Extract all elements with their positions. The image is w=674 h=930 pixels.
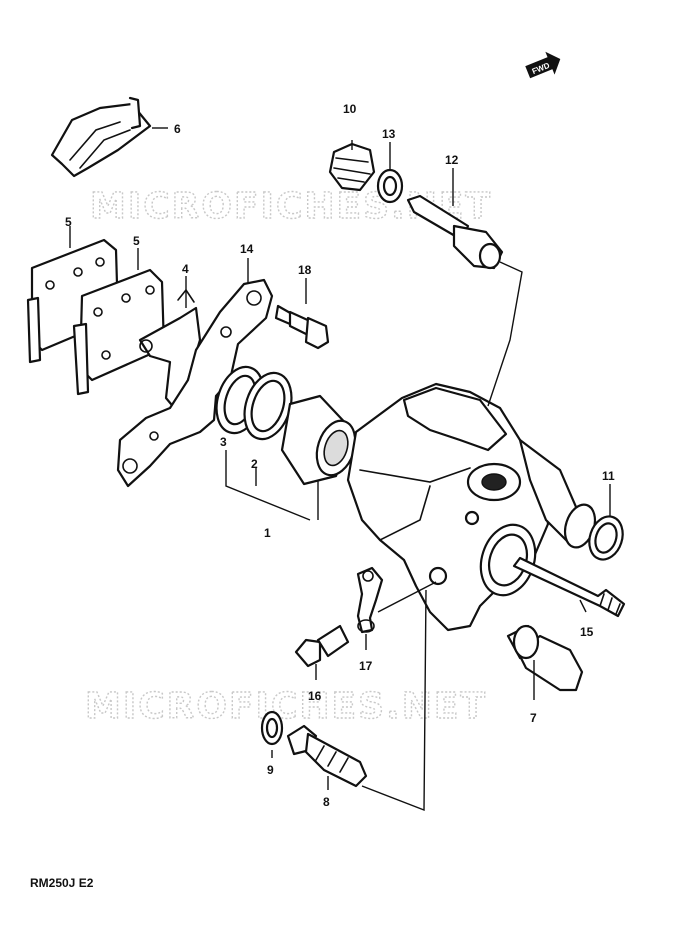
callout-9: 9: [267, 763, 274, 777]
callout-14: 14: [240, 242, 254, 256]
callout-10: 10: [343, 102, 357, 116]
callout-2: 2: [251, 457, 258, 471]
callout-8: 8: [323, 795, 330, 809]
caliper-body: [346, 382, 597, 632]
part-7-slide-pin: [506, 624, 584, 692]
forward-direction-arrow-icon: FWD: [525, 51, 561, 79]
callout-5-front: 5: [133, 234, 140, 248]
callout-11: 11: [602, 469, 615, 483]
callout-15: 15: [580, 625, 594, 639]
callout-18: 18: [298, 263, 312, 277]
part-6-pad-spring: [50, 96, 152, 178]
part-5-brake-pad-front: [72, 268, 166, 396]
callout-5-rear: 5: [65, 215, 72, 229]
part-13-washer: [376, 168, 404, 204]
callout-3: 3: [220, 435, 227, 449]
callout-4: 4: [182, 262, 189, 276]
part-12-slide-pin: [406, 194, 504, 270]
model-code-label: RM250J E2: [30, 876, 94, 890]
callout-16: 16: [308, 689, 322, 703]
part-17-bleeder-clip: [356, 566, 384, 634]
caliper-piston: [280, 394, 357, 486]
part-15-pad-pin: [512, 556, 626, 618]
callout-labels: 1 2 3 4 5 5 6 7 8 9 10 11 12 13 14 15 16…: [65, 102, 615, 809]
callout-13: 13: [382, 127, 396, 141]
watermark-bottom: MICROFICHES.NET: [85, 686, 487, 727]
part-10-boot: [328, 142, 376, 192]
callout-7: 7: [530, 711, 537, 725]
leader-lines: [69, 127, 611, 812]
callout-1: 1: [264, 526, 271, 540]
callout-6: 6: [174, 122, 181, 136]
part-9-washer: [260, 710, 284, 746]
part-14-caliper-bracket: [116, 278, 274, 488]
part-18-bolt: [274, 304, 330, 350]
part-8-pin-bolt: [286, 724, 368, 788]
part-11-seal-ring: [588, 515, 624, 561]
callout-12: 12: [445, 153, 459, 167]
part-16-bleeder-valve: [294, 624, 350, 668]
callout-17: 17: [359, 659, 373, 673]
